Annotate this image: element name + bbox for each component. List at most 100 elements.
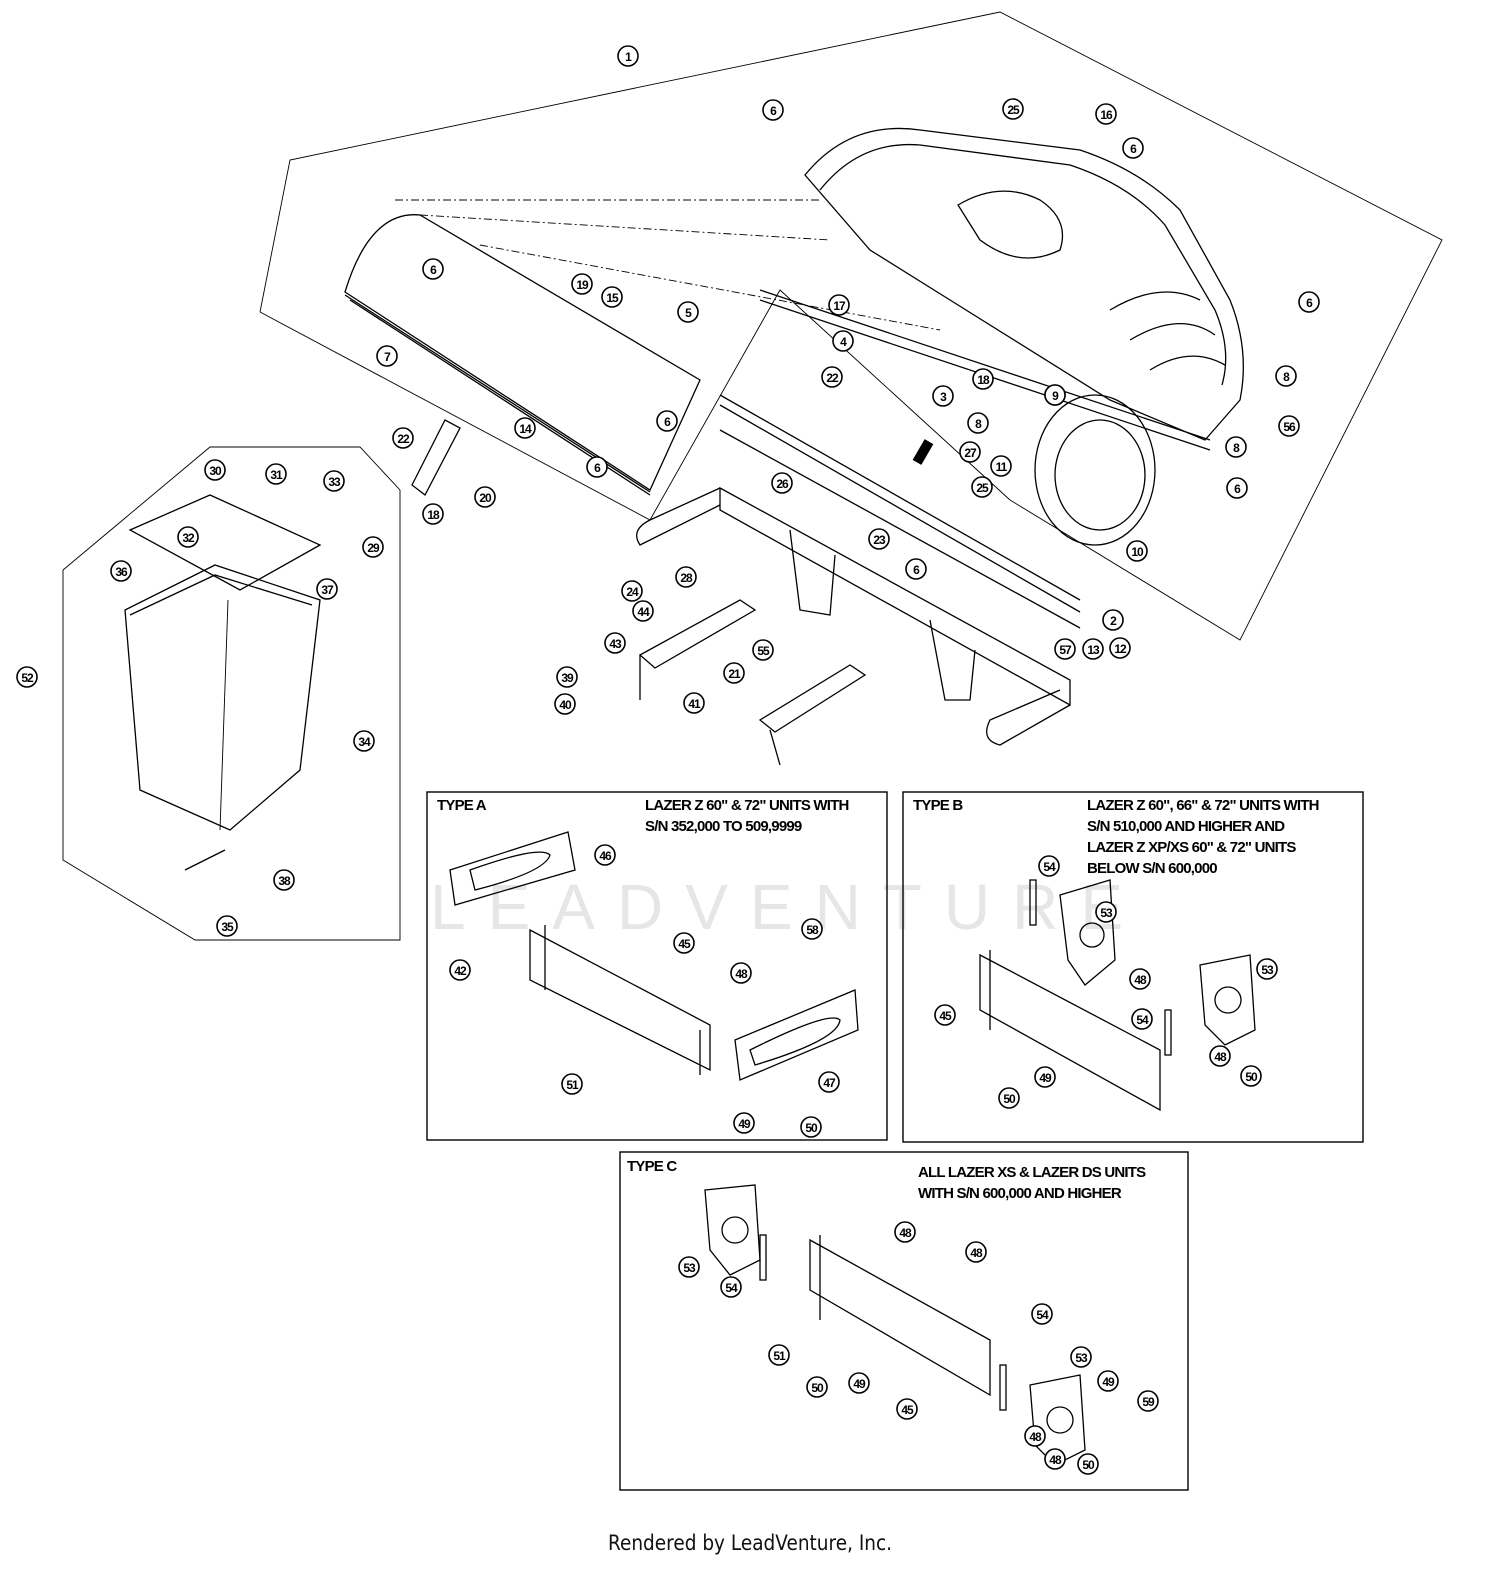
callout-layer: 1234566666666788889101112131415161718181… xyxy=(16,45,1320,1475)
inset-3-callout-part-54: 54 xyxy=(720,1276,742,1298)
callout-part-37: 37 xyxy=(316,578,338,600)
callout-part-31: 31 xyxy=(265,463,287,485)
callout-number: 48 xyxy=(1029,1430,1042,1444)
type-c-bracket-1-hole xyxy=(721,1216,749,1244)
type-c-bracket-1 xyxy=(704,1184,761,1276)
inset-1-callout-part-48: 48 xyxy=(730,962,752,984)
callout-circle xyxy=(828,294,850,316)
callout-number: 5 xyxy=(685,306,692,320)
callout-number: 32 xyxy=(182,531,195,545)
callout-number: 54 xyxy=(725,1281,738,1295)
callout-number: 48 xyxy=(970,1246,983,1260)
callout-circle xyxy=(1256,958,1278,980)
callout-part-40: 40 xyxy=(554,693,576,715)
callout-number: 49 xyxy=(853,1377,866,1391)
callout-circle xyxy=(905,558,927,580)
upper-rail-2 xyxy=(719,404,1081,613)
inset-2-callout-part-50: 50 xyxy=(998,1087,1020,1109)
type-a-slot-left xyxy=(469,851,551,891)
callout-circle xyxy=(561,1073,583,1095)
callout-number: 9 xyxy=(1052,389,1059,403)
callout-number: 1 xyxy=(625,50,632,64)
callout-circle xyxy=(1034,1066,1056,1088)
callout-circle xyxy=(848,1372,870,1394)
inset-3-callout-part-48: 48 xyxy=(1044,1448,1066,1470)
callout-circle xyxy=(554,693,576,715)
type-b-bracket-2 xyxy=(1199,954,1256,1046)
inset-3-callout-part-59: 59 xyxy=(1137,1390,1159,1412)
inset-2-callout-part-48: 48 xyxy=(1129,968,1151,990)
callout-circle xyxy=(376,345,398,367)
callout-part-35: 35 xyxy=(216,915,238,937)
callout-circle xyxy=(806,1376,828,1398)
callout-part-8: 8 xyxy=(1225,436,1247,458)
callout-circle xyxy=(273,869,295,891)
callout-part-23: 23 xyxy=(868,528,890,550)
callout-number: 53 xyxy=(1261,963,1274,977)
callout-circle xyxy=(1278,415,1300,437)
callout-number: 3 xyxy=(940,390,947,404)
callout-number: 58 xyxy=(806,923,819,937)
callout-part-33: 33 xyxy=(323,470,345,492)
type-a-plate-left xyxy=(449,831,576,906)
type-c-bar xyxy=(809,1235,991,1397)
inset-3-callout-part-49: 49 xyxy=(1097,1370,1119,1392)
inset-3-callout-part-53: 53 xyxy=(1070,1346,1092,1368)
callout-number: 6 xyxy=(1306,296,1313,310)
callout-part-28: 28 xyxy=(675,566,697,588)
callout-circle xyxy=(216,915,238,937)
callout-number: 54 xyxy=(1043,860,1056,874)
callout-number: 10 xyxy=(1131,545,1144,559)
callout-circle xyxy=(673,932,695,954)
callout-part-5: 5 xyxy=(677,301,699,323)
callout-part-9: 9 xyxy=(1044,384,1066,406)
adapter-tube xyxy=(638,599,757,700)
callout-circle xyxy=(1209,1045,1231,1067)
callout-part-32: 32 xyxy=(177,526,199,548)
callout-circle xyxy=(1044,1448,1066,1470)
callout-circle xyxy=(998,1087,1020,1109)
callout-circle xyxy=(1095,103,1117,125)
callout-number: 46 xyxy=(599,849,612,863)
callout-part-10: 10 xyxy=(1126,540,1148,562)
callout-number: 24 xyxy=(626,585,639,599)
callout-number: 42 xyxy=(454,964,467,978)
callout-part-6: 6 xyxy=(905,558,927,580)
inset-2-callout-part-48: 48 xyxy=(1209,1045,1231,1067)
callout-circle xyxy=(571,273,593,295)
callout-part-24: 24 xyxy=(621,580,643,602)
inset-2-callout-part-53: 53 xyxy=(1256,958,1278,980)
callout-circle xyxy=(1070,1346,1092,1368)
callout-part-6: 6 xyxy=(656,410,678,432)
callout-part-36: 36 xyxy=(110,560,132,582)
callout-circle xyxy=(1002,98,1024,120)
callout-circle xyxy=(601,286,623,308)
callout-circle xyxy=(894,1221,916,1243)
callout-number: 4 xyxy=(840,335,847,349)
callout-circle xyxy=(1137,1390,1159,1412)
inset-2-callout-part-50: 50 xyxy=(1240,1065,1262,1087)
callout-part-12: 12 xyxy=(1109,637,1131,659)
inset-3-callout-part-48: 48 xyxy=(894,1221,916,1243)
type-b-spacer-1 xyxy=(1029,879,1037,926)
callout-number: 48 xyxy=(1134,973,1147,987)
callout-circle xyxy=(1054,638,1076,660)
callout-number: 57 xyxy=(1059,643,1072,657)
callout-circle xyxy=(1240,1065,1262,1087)
callout-part-13: 13 xyxy=(1082,638,1104,660)
callout-circle xyxy=(800,1116,822,1138)
callout-circle xyxy=(677,301,699,323)
upper-rail xyxy=(719,394,1081,601)
frame-handle-left xyxy=(636,487,721,546)
callout-number: 48 xyxy=(1049,1453,1062,1467)
callout-circle xyxy=(656,410,678,432)
callout-circle xyxy=(422,503,444,525)
lower-rail xyxy=(719,429,1081,629)
callout-circle xyxy=(586,456,608,478)
callout-number: 25 xyxy=(1007,103,1020,117)
inset-1-callout-part-42: 42 xyxy=(449,959,471,981)
callout-number: 6 xyxy=(594,461,601,475)
frame-leg-2 xyxy=(929,619,976,701)
callout-circle xyxy=(832,330,854,352)
callout-circle xyxy=(1225,436,1247,458)
